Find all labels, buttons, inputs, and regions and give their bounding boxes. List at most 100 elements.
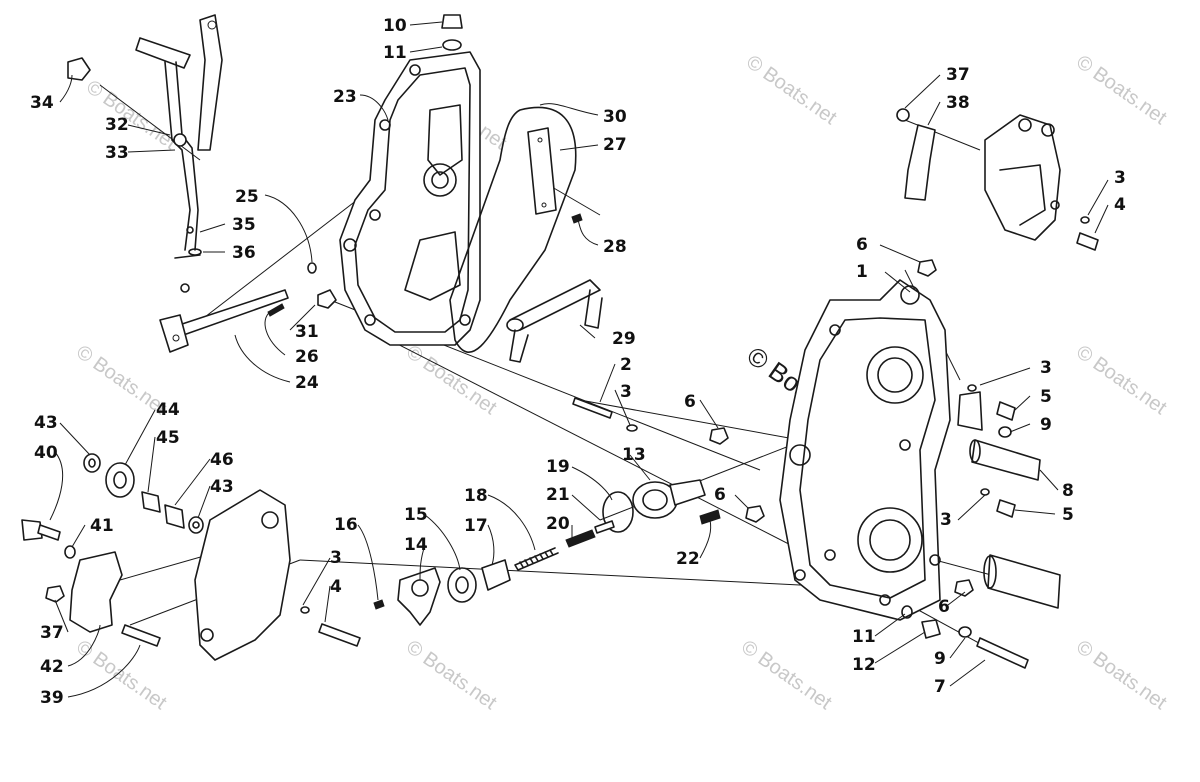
callout-1: 1 [856, 262, 868, 282]
watermark: © Boats.net [1072, 51, 1171, 129]
callout-45: 45 [156, 428, 180, 448]
callout-18: 18 [464, 486, 488, 506]
callout-5: 5 [1040, 387, 1052, 407]
callout-11: 11 [383, 43, 407, 63]
callout-2: 2 [620, 355, 632, 375]
callout-37: 37 [946, 65, 970, 85]
nut-part-6 [709, 259, 974, 597]
pin-part-21 [594, 520, 615, 534]
screw-part-16 [373, 599, 385, 610]
chaincase-cover-part-23 [339, 51, 481, 346]
callout-21: 21 [546, 485, 570, 505]
callout-3: 3 [940, 510, 952, 530]
watermark: © Boats.net [737, 636, 836, 714]
bolt-part-7 [976, 637, 1029, 669]
tensioner-part-29 [506, 279, 603, 363]
callout-9: 9 [1040, 415, 1052, 435]
washer-part-41 [64, 545, 76, 559]
gearcase-part-1 [779, 279, 951, 621]
callout-35: 35 [232, 215, 256, 235]
bolt-part-34 [67, 57, 91, 81]
callout-27: 27 [603, 135, 627, 155]
leader-lines [49, 21, 1109, 698]
callout-31: 31 [295, 322, 319, 342]
bearing-housing-part-13 [632, 479, 706, 519]
watermark: © Boats.net [72, 636, 171, 714]
callout-5: 5 [1062, 505, 1074, 525]
callout-46: 46 [210, 450, 234, 470]
callout-43: 43 [210, 477, 234, 497]
o-ring-part-19 [602, 491, 634, 533]
callout-44: 44 [156, 400, 180, 420]
callout-15: 15 [404, 505, 428, 525]
nut-part-37 [45, 585, 65, 603]
brake-lever-part-32-33 [135, 14, 223, 293]
bushing-part-17 [481, 559, 511, 591]
input-shaft-part-8 [957, 391, 1041, 481]
watermark: © Boats.net [402, 341, 501, 419]
spacer-part-46 [164, 504, 185, 529]
drain-plug-part-10 [441, 14, 463, 51]
callout-8: 8 [1062, 481, 1074, 501]
callout-3: 3 [330, 548, 342, 568]
sprocket-part-15 [447, 567, 477, 603]
callout-10: 10 [383, 16, 407, 36]
spring-part-18 [514, 547, 559, 571]
callout-32: 32 [105, 115, 129, 135]
bracket-part-37-38 [896, 108, 1061, 241]
callout-13: 13 [622, 445, 646, 465]
bushing-part-45 [141, 491, 161, 513]
tensioner-arm-part-14 [397, 567, 441, 626]
callout-23: 23 [333, 87, 357, 107]
output-shaft [983, 554, 1061, 609]
bracket-part-42 [69, 551, 123, 633]
callout-4: 4 [330, 577, 342, 597]
callout-42: 42 [40, 657, 64, 677]
watermark: © Boats.net [742, 51, 841, 129]
bolt-part-39 [121, 624, 161, 647]
drive-chain-part-30 [449, 106, 577, 353]
callout-9: 9 [934, 649, 946, 669]
callout-3: 3 [1114, 168, 1126, 188]
bolt-part-40 [21, 519, 61, 541]
callout-29: 29 [612, 329, 636, 349]
callout-24: 24 [295, 373, 319, 393]
watermark: © Boats.net [1072, 636, 1171, 714]
watermark: © Boats.net [82, 76, 181, 154]
callout-12: 12 [852, 655, 876, 675]
callout-41: 41 [90, 516, 114, 536]
callout-19: 19 [546, 457, 570, 477]
callout-14: 14 [404, 535, 428, 555]
shaft-part-24 [159, 262, 317, 353]
callout-7: 7 [934, 677, 946, 697]
callout-20: 20 [546, 514, 570, 534]
callout-22: 22 [676, 549, 700, 569]
callout-3: 3 [1040, 358, 1052, 378]
callout-43: 43 [34, 413, 58, 433]
inspection-plate-part-27 [527, 127, 557, 215]
callout-37: 37 [40, 623, 64, 643]
small-hardware [186, 213, 583, 317]
callout-40: 40 [34, 443, 58, 463]
bolt-part-2 [572, 397, 638, 432]
callout-6: 6 [938, 597, 950, 617]
callout-33: 33 [105, 143, 129, 163]
callout-4: 4 [1114, 195, 1126, 215]
callout-30: 30 [603, 107, 627, 127]
bolt-part-5 [967, 384, 1016, 518]
callout-39: 39 [40, 688, 64, 708]
callout-17: 17 [464, 516, 488, 536]
callout-numbers: 10 11 23 30 27 28 25 35 36 31 26 24 29 3… [30, 16, 1126, 708]
callout-3: 3 [620, 382, 632, 402]
watermark: © Boats.net [1072, 341, 1171, 419]
roller-part-44 [105, 462, 135, 498]
bolt-part-22 [699, 509, 721, 525]
bolt-part-31 [317, 289, 337, 309]
washer-part-43 [83, 453, 204, 534]
callout-6: 6 [856, 235, 868, 255]
callout-6: 6 [684, 392, 696, 412]
callout-38: 38 [946, 93, 970, 113]
lower-cover [194, 489, 291, 661]
